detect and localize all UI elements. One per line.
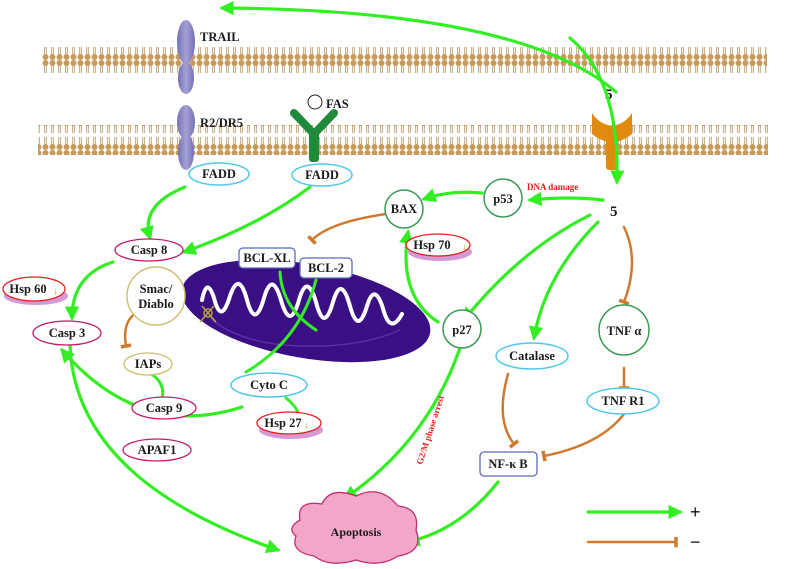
casp9-node <box>131 396 197 420</box>
compound-label-inner: 5 <box>610 204 618 220</box>
smac-label-line1: Smac/ <box>140 282 173 296</box>
dr5-label: R2/DR5 <box>200 116 243 130</box>
hsp70-node <box>405 233 472 261</box>
p53-node <box>483 178 523 218</box>
hsp70-down-icon: ↓ <box>462 242 467 253</box>
hsp60-label: Hsp 60 <box>9 282 46 296</box>
fas-label: FAS <box>326 97 349 111</box>
legend-inhibition-label: − <box>690 532 701 552</box>
fadd-right-node <box>291 163 353 187</box>
hsp27-node <box>256 411 323 439</box>
tnf-alpha-label: TNF α <box>607 324 642 338</box>
bcl-xl-node <box>238 247 296 269</box>
hsp27-down-icon: ↓ <box>304 420 309 431</box>
iaps-label: IAPs <box>135 357 162 371</box>
fadd-left-node <box>188 162 250 186</box>
compound-label-top: 5 <box>605 87 613 103</box>
apoptosis-label: Apoptosis <box>331 525 382 539</box>
casp8-node <box>114 238 184 262</box>
casp3-label: Casp 3 <box>49 326 85 340</box>
p53-label: p53 <box>493 192 512 206</box>
nfkb-node <box>479 451 538 477</box>
casp9-label: Casp 9 <box>146 401 182 415</box>
bax-node <box>384 189 424 229</box>
tnf-r1-node <box>586 387 660 415</box>
apaf1-node <box>122 438 192 462</box>
p27-label: p27 <box>452 323 471 337</box>
fas-receptor <box>290 94 338 162</box>
iaps-node <box>123 352 173 376</box>
trail-receptor <box>177 20 195 94</box>
tnf-alpha-node <box>598 304 650 356</box>
cyto-c-node <box>230 372 308 398</box>
dr5-receptor <box>177 105 195 170</box>
smac-diablo-node <box>126 266 186 326</box>
outer-membrane <box>42 47 767 77</box>
casp8-label: Casp 8 <box>131 243 167 257</box>
mitochondrion <box>181 259 431 363</box>
bcl2-node <box>299 257 353 279</box>
nfkb-label: NF-κ B <box>488 457 527 471</box>
p27-node <box>442 309 482 349</box>
bcl2-label: BCL-2 <box>308 261 344 275</box>
smac-label-line2: Diablo <box>138 297 173 311</box>
casp3-node <box>32 320 102 346</box>
pore-icon <box>199 305 217 323</box>
g2m-arrest-label: G2/M phase arrest <box>414 394 446 465</box>
catalase-label: Catalase <box>509 349 555 363</box>
hsp60-down-icon: ↓ <box>53 286 58 297</box>
apoptosis-cloud <box>291 491 419 564</box>
tnf-r1-label: TNF R1 <box>602 394 645 408</box>
hsp27-label: Hsp 27 <box>264 416 301 430</box>
fadd-left-label: FADD <box>202 167 236 181</box>
apaf1-label: APAF1 <box>138 443 177 457</box>
hsp60-node <box>2 276 68 305</box>
cyto-c-label: Cyto C <box>250 378 288 392</box>
legend-activation-label: + <box>690 502 701 522</box>
inner-membrane <box>38 125 768 155</box>
bcl-xl-label: BCL-XL <box>243 251 290 265</box>
inhibition-arrows <box>120 212 678 548</box>
dna-damage-label: DNA damage <box>527 182 578 192</box>
fadd-right-label: FADD <box>305 168 339 182</box>
hsp70-label: Hsp 70 <box>413 238 450 252</box>
catalase-node <box>495 342 569 370</box>
bax-label: BAX <box>391 202 417 216</box>
trail-label: TRAIL <box>200 30 240 44</box>
